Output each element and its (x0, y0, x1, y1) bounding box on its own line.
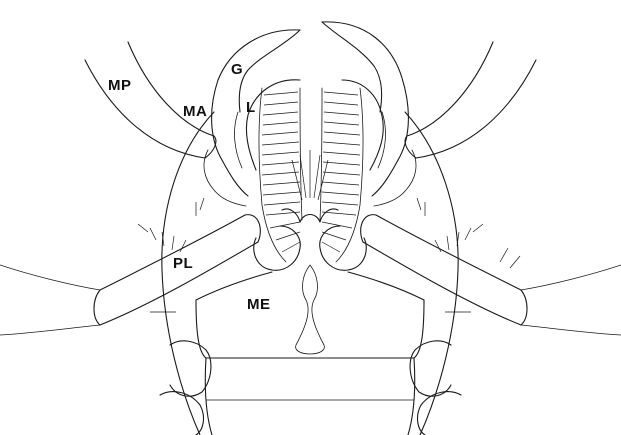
lower-sclerite-right (410, 341, 461, 435)
label-pl: PL (173, 256, 193, 271)
labial-palp-right (361, 215, 621, 335)
labium-lobes (254, 209, 367, 270)
mentum (196, 265, 424, 358)
maxilla-right (322, 22, 416, 206)
maxilla-left (204, 30, 300, 206)
lateral-setae-right (417, 198, 520, 312)
label-ma: MA (183, 104, 207, 119)
maxillary-palp-left (85, 42, 216, 158)
lateral-setae-left (138, 198, 204, 312)
label-me: ME (247, 297, 271, 312)
hypopharynx-pad-right (320, 88, 363, 262)
submentum (205, 358, 415, 435)
labial-palp-left (0, 215, 260, 335)
maxillary-palp-right (405, 42, 536, 158)
label-g: G (231, 62, 243, 77)
label-mp: MP (108, 78, 132, 93)
label-l: L (246, 100, 256, 115)
